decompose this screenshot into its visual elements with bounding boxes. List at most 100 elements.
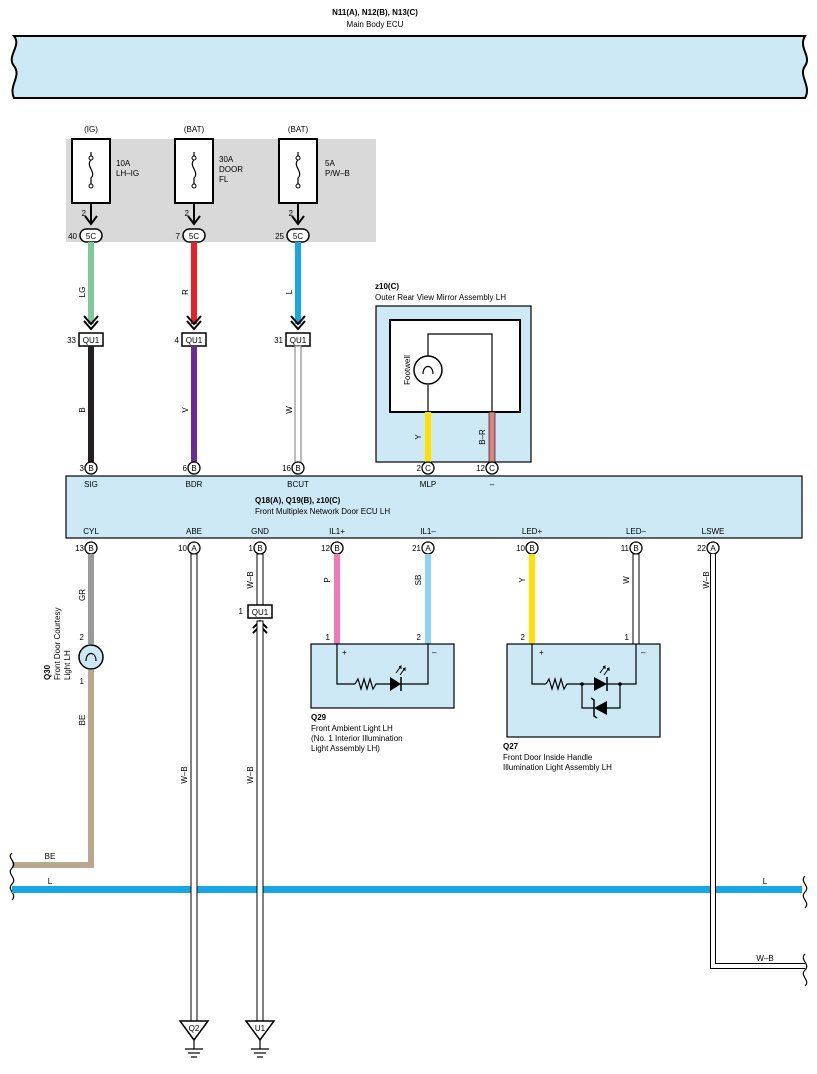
pin-number: 12 (321, 544, 330, 553)
pin-name: SIG (84, 480, 98, 489)
plus-sign: + (342, 648, 347, 657)
component-code: Q27 (503, 742, 519, 751)
fuse-pin: 2 (289, 209, 294, 218)
wire-label: L (48, 877, 53, 886)
component-box (506, 643, 661, 738)
wire-label: SB (414, 575, 423, 586)
wire-label: B–R (478, 429, 487, 445)
connector-arrow-icon (84, 215, 98, 226)
pin-name: LED+ (522, 527, 543, 536)
main-body-ecu: N11(A), N12(B), N13(C) Main Body ECU (10, 8, 808, 99)
wire-y (425, 412, 431, 462)
mirror-name: Outer Rear View Mirror Assembly LH (375, 293, 506, 302)
wire-y-led (529, 554, 535, 644)
pin-connector (485, 461, 499, 475)
lamp-pin: 2 (80, 633, 85, 642)
pin-name: LED– (626, 527, 647, 536)
pin-connector-code: A (425, 544, 431, 553)
pin-connector-code: B (191, 464, 196, 473)
fuse-name: P/W–B (325, 169, 350, 178)
wire-b (88, 346, 94, 462)
wire-w-b-gnd-lower (256, 620, 264, 1022)
wire-be (12, 670, 94, 868)
main-body-ecu-codes: N11(A), N12(B), N13(C) (332, 8, 418, 17)
pin-number: 11 (621, 544, 630, 553)
component-code: Q29 (311, 713, 327, 722)
outer-mirror-assembly: z10(C) Outer Rear View Mirror Assembly L… (375, 282, 532, 463)
pin-name: CYL (83, 527, 99, 536)
fuse-door-fl: (BAT) 30A DOOR FL 2 7 5C (174, 125, 243, 243)
pin-connector-code: B (88, 464, 93, 473)
pin-connector-code: B (88, 544, 93, 553)
junction-label: QU1 (186, 336, 203, 345)
pin-connector (421, 461, 435, 475)
lamp-label: Footwell (403, 355, 412, 385)
wire-label: BE (78, 715, 87, 726)
pin-connector-code: B (334, 544, 339, 553)
wire-label: B (78, 407, 87, 412)
component-pin: 2 (521, 633, 526, 642)
courtesy-lamp-icon (78, 644, 104, 670)
wire-label: GR (78, 589, 87, 601)
wire-gr (88, 554, 94, 644)
pin-connector (84, 461, 98, 475)
main-body-ecu-box (10, 35, 808, 99)
component-name: Front Door Inside Handle (503, 753, 593, 762)
wire-label: Y (518, 577, 527, 583)
fuse-rating: 30A (219, 155, 234, 164)
fuse-pin: 2 (82, 209, 87, 218)
main-body-ecu-name: Main Body ECU (347, 20, 404, 29)
wire-label: W (622, 576, 631, 584)
connector-pin-number: 7 (176, 232, 181, 241)
ground-label: Q2 (189, 1024, 200, 1033)
double-chevron-icon (290, 315, 306, 326)
lamp-pin: 1 (80, 677, 85, 686)
connector-arrow-icon (291, 215, 305, 226)
pin-connector-code: C (489, 464, 495, 473)
junction-box (247, 604, 273, 619)
pin-number: 12 (476, 464, 485, 473)
pin-name: BCUT (287, 480, 309, 489)
double-chevron-icon (186, 315, 202, 326)
wire-break-icon (802, 953, 808, 987)
component-box (310, 643, 455, 709)
ground-icon (244, 1020, 276, 1042)
connector-arrow-icon (187, 215, 201, 226)
wire-w-b-gnd (256, 553, 264, 606)
wire-l (295, 242, 301, 324)
pin-number: 21 (412, 544, 421, 553)
wire-w-led (632, 553, 640, 645)
wire-w (294, 345, 302, 463)
pin-name: IL1– (420, 527, 436, 536)
led-icon (390, 677, 401, 691)
component-name-line3: Light Assembly LH) (311, 744, 380, 753)
pin-connector-code: A (710, 544, 716, 553)
pin-name: IL1+ (329, 527, 345, 536)
wire-w-b-lswe (711, 554, 805, 968)
fuse-name-line2: FL (219, 175, 229, 184)
fuse-box-background (66, 139, 376, 242)
pin-name: ABE (186, 527, 202, 536)
fuse-body (174, 138, 214, 204)
fuse-rating: 5A (325, 159, 335, 168)
wire-label: V (181, 407, 190, 413)
pin-number: 13 (75, 544, 84, 553)
component-pin: 1 (625, 633, 630, 642)
wire-label: Y (414, 434, 423, 440)
junction-pin: 4 (175, 336, 180, 345)
courtesy-name: Front Door Courtesy (53, 608, 62, 680)
ground-label: U1 (255, 1024, 266, 1033)
component-name: Front Ambient Light LH (311, 724, 393, 733)
wire-b-r (488, 411, 496, 463)
component-pin: 1 (326, 633, 331, 642)
led-icon (594, 677, 607, 691)
wire-label: P (323, 577, 332, 582)
pin-name: BDR (186, 480, 203, 489)
pin-connector-code: A (191, 544, 197, 553)
wire-r (191, 242, 197, 324)
pin-number: 6 (183, 464, 188, 473)
wire-label: R (181, 289, 190, 295)
pin-name: GND (251, 527, 269, 536)
pin-name: MLP (420, 480, 436, 489)
component-pin: 2 (417, 633, 422, 642)
